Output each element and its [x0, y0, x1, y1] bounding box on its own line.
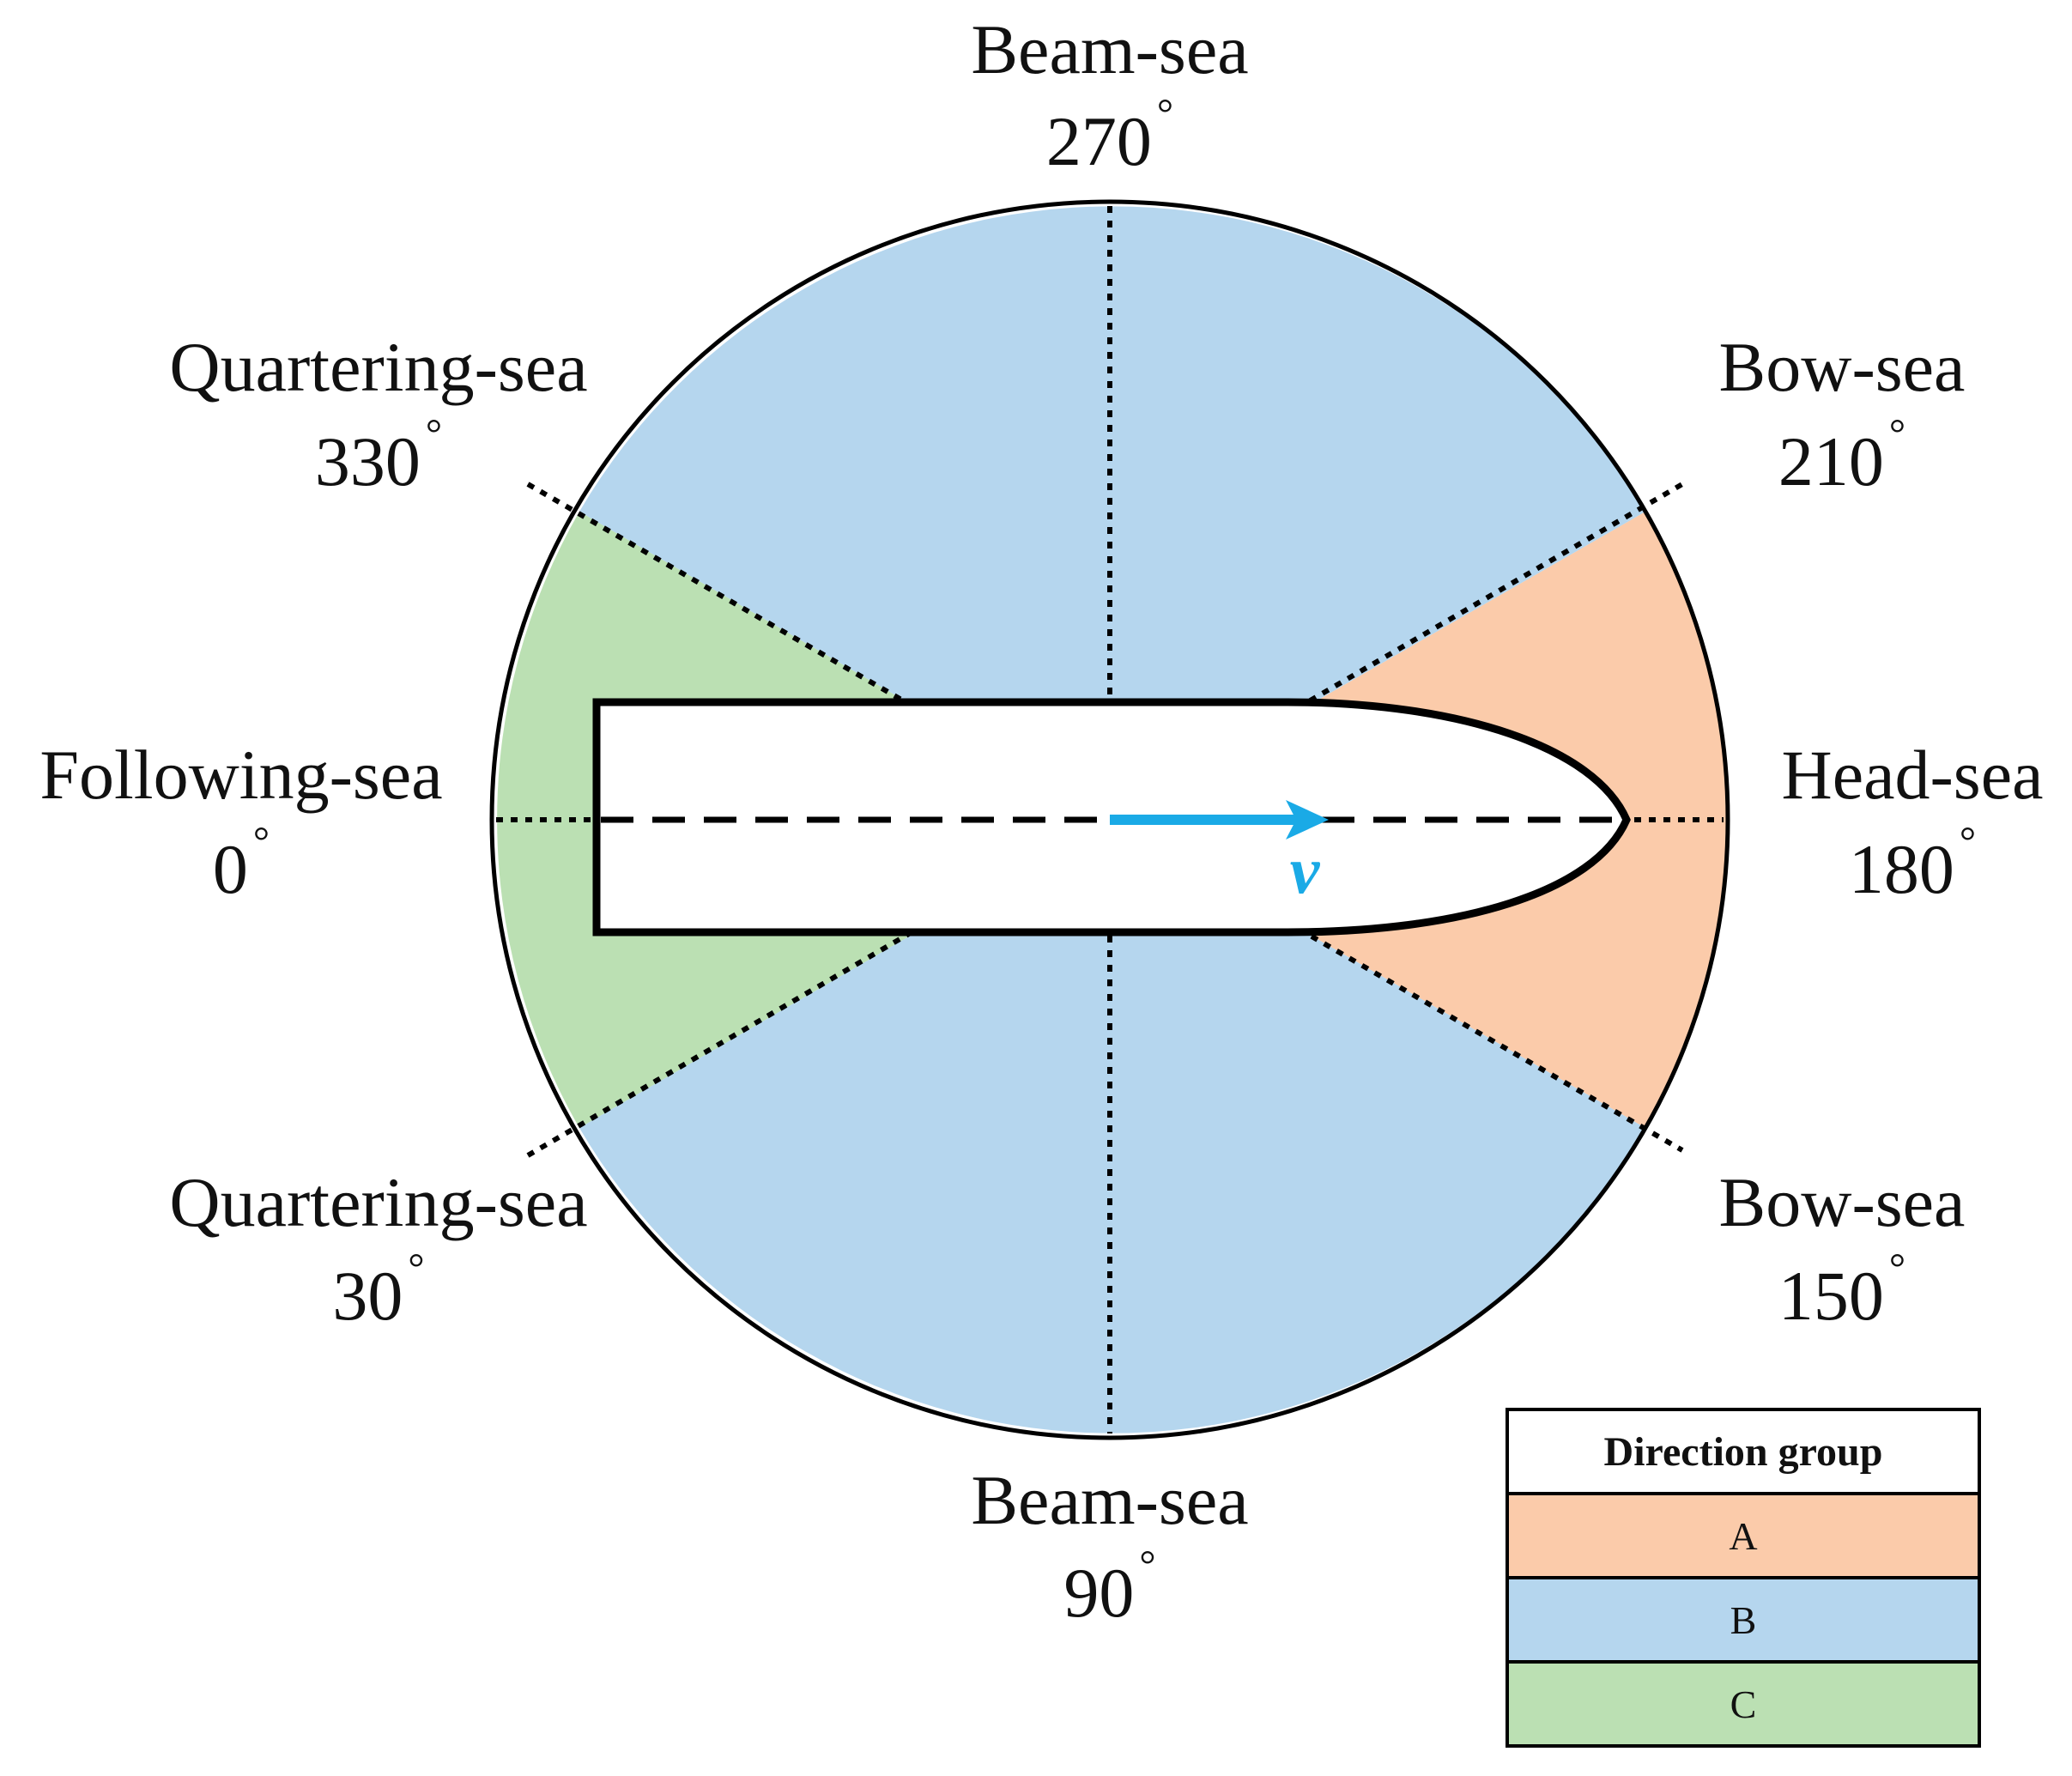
direction-angle-quartering_top: 330° [315, 411, 442, 500]
direction-circle [489, 199, 1730, 1440]
direction-angle-beam_bottom: 90° [1063, 1543, 1155, 1632]
direction-name-beam_bottom: Beam-sea [971, 1461, 1248, 1539]
direction-angle-bow_top: 210° [1778, 411, 1905, 500]
direction-name-head: Head-sea [1781, 736, 2043, 814]
direction-angle-quartering_bottom: 30° [332, 1246, 424, 1335]
direction-name-quartering_bottom: Quartering-sea [169, 1163, 587, 1241]
line-diagonal-down [526, 482, 1684, 1153]
line-diagonal-up [526, 482, 1684, 1158]
legend-swatch-a [1506, 1492, 1981, 1579]
direction-name-bow_bottom: Bow-sea [1719, 1163, 1966, 1241]
direction-name-quartering_top: Quartering-sea [169, 328, 587, 406]
direction-labels: Beam-sea270°Bow-sea210°Head-sea180°Bow-s… [39, 10, 2043, 1632]
direction-angle-beam_top: 270° [1046, 91, 1173, 180]
velocity-label: v [1290, 833, 1321, 907]
legend-item-label: B [1730, 1598, 1757, 1642]
legend-swatch-c [1506, 1660, 1981, 1748]
direction-angle-bow_bottom: 150° [1778, 1246, 1905, 1335]
direction-name-beam_top: Beam-sea [971, 10, 1248, 88]
legend-item-label: C [1730, 1682, 1757, 1726]
direction-name-bow_top: Bow-sea [1719, 328, 1966, 406]
direction-angle-head: 180° [1849, 819, 1976, 908]
legend-title: Direction group [1604, 1429, 1883, 1475]
velocity-arrow-icon [1110, 800, 1329, 840]
legend-title-cell [1506, 1408, 1981, 1495]
direction-angle-following: 0° [213, 819, 270, 908]
legend-item-label: A [1729, 1514, 1757, 1558]
direction-name-following: Following-sea [39, 736, 442, 814]
